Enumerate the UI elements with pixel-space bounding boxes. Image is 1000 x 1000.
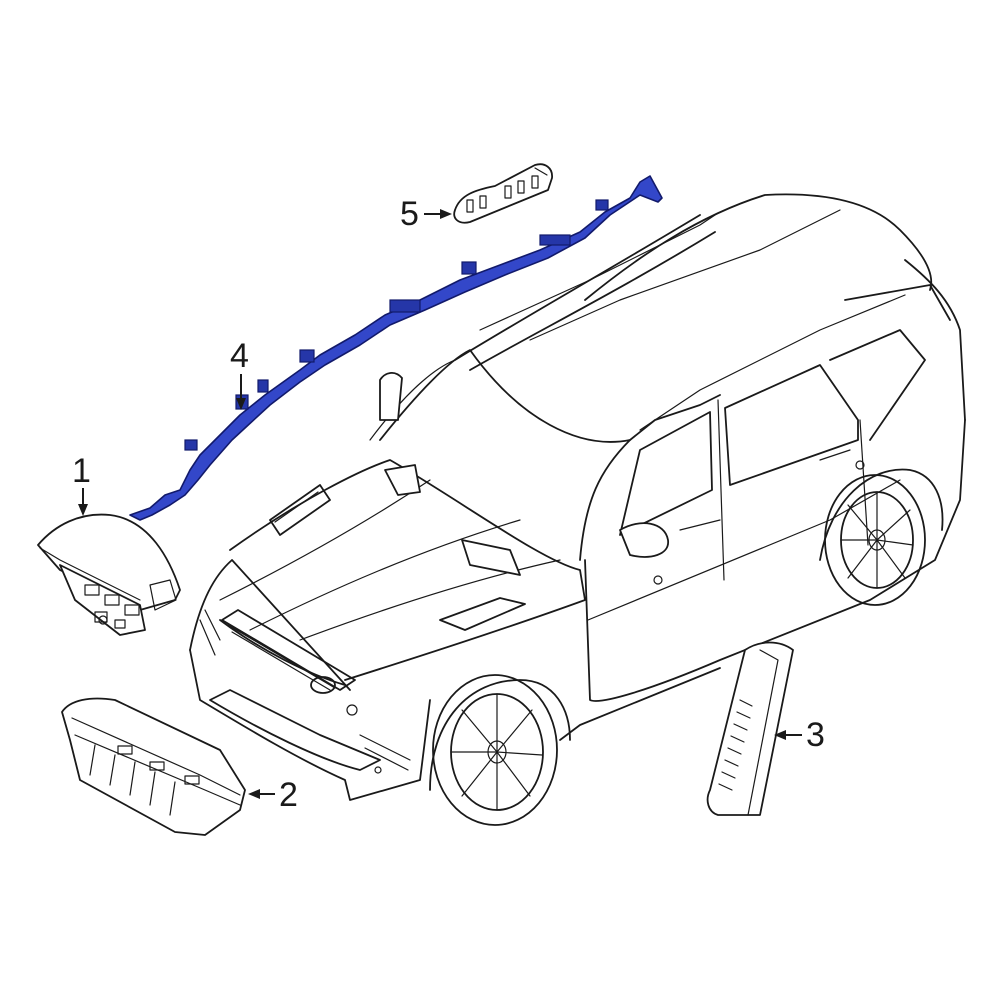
callout-2-arrowhead [248,789,260,799]
callout-1: 1 [72,452,91,490]
part-5-bracket [453,163,553,224]
vehicle-illustration [189,193,966,826]
callout-3: 3 [806,716,825,754]
callout-5: 5 [400,195,419,233]
callout-2: 2 [279,776,298,814]
part-3-seat-airbag [706,641,794,816]
callout-1-arrowhead [78,504,88,516]
part-1-driver-airbag [37,513,181,636]
part-2-passenger-airbag [61,697,246,836]
callout-4-arrowhead [236,398,246,410]
part-4-curtain-airbag [129,175,663,521]
callout-4: 4 [230,337,249,375]
callout-5-arrowhead [440,209,452,219]
callout-3-arrowhead [774,730,786,740]
